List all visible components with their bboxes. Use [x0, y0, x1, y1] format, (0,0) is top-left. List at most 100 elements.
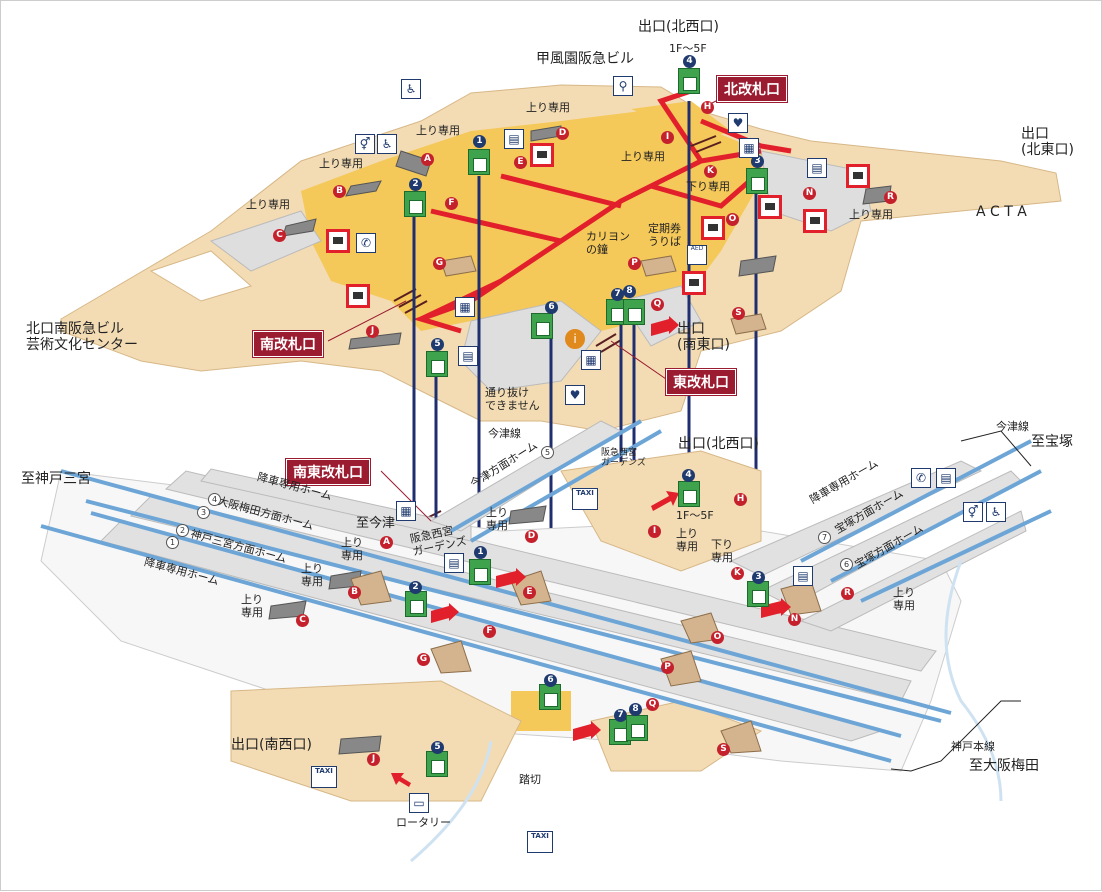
stair-s-lower[interactable]: S: [717, 743, 730, 756]
elevator-number-6-lower: 6: [544, 674, 557, 687]
elevator-5-upper[interactable]: [426, 351, 448, 377]
label-kofuen-bldg: 甲風園阪急ビル: [536, 51, 634, 67]
ticket-office-icon: ▦: [581, 350, 601, 370]
stair-q-lower[interactable]: Q: [646, 698, 659, 711]
aed-label: AED: [690, 245, 704, 252]
lower-level: [40, 420, 1027, 802]
stair-n-lower[interactable]: N: [788, 613, 801, 626]
stair-i-upper[interactable]: I: [661, 131, 674, 144]
stair-j-upper[interactable]: J: [366, 325, 379, 338]
stair-d-lower[interactable]: D: [525, 530, 538, 543]
stair-h-lower[interactable]: H: [734, 493, 747, 506]
stair-b-lower[interactable]: B: [348, 586, 361, 599]
stair-s-upper[interactable]: S: [732, 307, 745, 320]
label-up-only-8: 上り 専用: [341, 536, 363, 562]
elevator-number-3-lower: 3: [752, 571, 765, 584]
north-passage: [631, 101, 731, 141]
elevator-number-5-lower: 5: [431, 741, 444, 754]
stair-c-lower[interactable]: C: [296, 614, 309, 627]
stair-i-lower[interactable]: I: [648, 525, 661, 538]
stair-a-upper[interactable]: A: [421, 153, 434, 166]
elevator-6-upper[interactable]: [531, 313, 553, 339]
stair-b-upper[interactable]: B: [333, 185, 346, 198]
ticket-machine-5[interactable]: [758, 195, 782, 219]
information-icon[interactable]: i: [565, 329, 585, 349]
elevator-number-8-upper: 8: [623, 285, 636, 298]
stair-a-lower[interactable]: A: [380, 536, 393, 549]
elevator-8-lower[interactable]: [626, 715, 648, 741]
ticket-machine-6[interactable]: [803, 209, 827, 233]
ticket-machine-7[interactable]: [846, 164, 870, 188]
elevator-2-lower[interactable]: [405, 591, 427, 617]
stair-e-upper[interactable]: E: [514, 156, 527, 169]
toilet-icon: ⚥: [963, 502, 983, 522]
east-gate-label: 東改札口: [665, 368, 737, 396]
stair-d-upper[interactable]: D: [556, 127, 569, 140]
elevator-3-upper[interactable]: [746, 168, 768, 194]
elevator-4-upper[interactable]: [678, 68, 700, 94]
phone-icon: ✆: [356, 233, 376, 253]
stair-g-lower[interactable]: G: [417, 653, 430, 666]
stair-k-upper[interactable]: K: [704, 165, 717, 178]
label-north-south-bldg: 北口南阪急ビル 芸術文化センター: [26, 321, 138, 354]
elevator-1-lower[interactable]: [469, 559, 491, 585]
label-rotary: ロータリー: [396, 816, 451, 829]
ticket-machine-1[interactable]: [530, 143, 554, 167]
stair-r-upper[interactable]: R: [884, 191, 897, 204]
elevator-3-lower[interactable]: [747, 581, 769, 607]
stair-e-lower[interactable]: E: [523, 586, 536, 599]
stair-q-upper[interactable]: Q: [651, 298, 664, 311]
stair-g-upper[interactable]: G: [433, 257, 446, 270]
ticket-machine-8[interactable]: [682, 271, 706, 295]
label-carillon: カリヨン の鐘: [586, 230, 630, 256]
ticket-machine-3[interactable]: [346, 284, 370, 308]
elevator-2-upper[interactable]: [404, 191, 426, 217]
label-up-only-12: 上り 専用: [893, 586, 915, 612]
stair-p-upper[interactable]: P: [628, 257, 641, 270]
label-kobe-main-line: 神戸本線: [951, 740, 995, 753]
elevator-7-lower[interactable]: [609, 719, 631, 745]
label-floors-top: 1F～5F: [669, 42, 707, 55]
elevator-number-4-lower: 4: [682, 469, 695, 482]
bicycle-icon: ⚲: [613, 76, 633, 96]
route-branch-ne: [700, 118, 792, 154]
stair-r-lower[interactable]: R: [841, 587, 854, 600]
locker-icon: ▤: [458, 346, 478, 366]
nursing-icon: ♥: [565, 385, 585, 405]
elevator-4-lower[interactable]: [678, 481, 700, 507]
elevator-number-1-upper: 1: [473, 135, 486, 148]
label-imazu-line-upper: 今津線: [488, 427, 521, 440]
stair-f-lower[interactable]: F: [483, 625, 496, 638]
toilet-icon: ⚥: [355, 134, 375, 154]
stair-k-lower[interactable]: K: [731, 567, 744, 580]
platform-right-3: [799, 510, 1027, 632]
label-exit-nw-top: 出口(北西口): [638, 19, 719, 35]
upper-grey-2: [149, 250, 253, 302]
label-up-only-5: 上り専用: [621, 150, 665, 163]
ticket-office-icon: ▦: [739, 138, 759, 158]
elevator-5-lower[interactable]: [426, 751, 448, 777]
ticket-office-icon: ▦: [396, 501, 416, 521]
locker-icon: ▤: [444, 553, 464, 573]
stair-o-upper[interactable]: O: [726, 213, 739, 226]
label-acta: A C T A: [976, 204, 1027, 220]
locker-icon: ▤: [793, 566, 813, 586]
ticket-machine-2[interactable]: [326, 229, 350, 253]
stair-o-lower[interactable]: O: [711, 631, 724, 644]
stair-j-lower[interactable]: J: [367, 753, 380, 766]
label-to-takarazuka: 至宝塚: [1031, 434, 1073, 450]
stair-p-lower[interactable]: P: [661, 661, 674, 674]
elevator-number-5-upper: 5: [431, 338, 444, 351]
stair-c-upper[interactable]: C: [273, 229, 286, 242]
stair-n-upper[interactable]: N: [803, 187, 816, 200]
elevator-8-upper[interactable]: [623, 299, 645, 325]
stair-f-upper[interactable]: F: [445, 197, 458, 210]
elevator-6-lower[interactable]: [539, 684, 561, 710]
bracket-lines: [890, 430, 1032, 772]
platform-strip-3: [164, 470, 937, 672]
elevator-1-upper[interactable]: [468, 149, 490, 175]
route-branch-f: [430, 208, 562, 244]
nursing-icon: ♥: [728, 113, 748, 133]
ticket-machine-4[interactable]: [701, 216, 725, 240]
stair-h-upper[interactable]: H: [701, 101, 714, 114]
